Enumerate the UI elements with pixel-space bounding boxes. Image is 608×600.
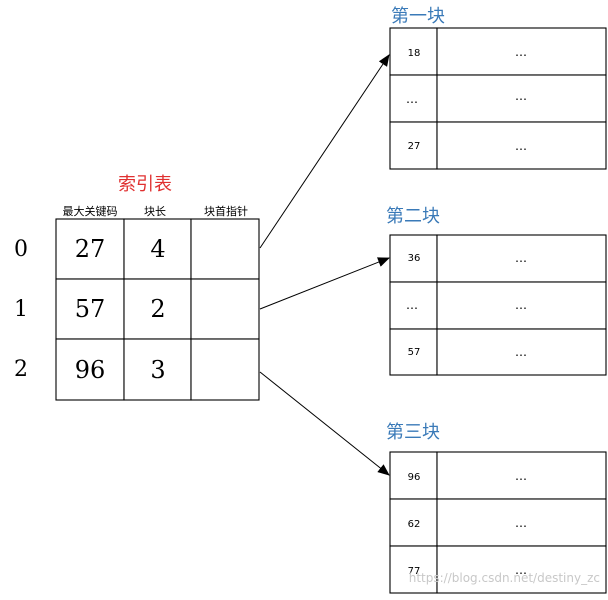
block-2-value: … (515, 345, 527, 359)
block-3-value: … (515, 469, 527, 483)
block-1-title: 第一块 (391, 6, 445, 27)
block-1-value: … (515, 45, 527, 59)
pointer-arrow-block-3 (259, 371, 390, 476)
block-2-value: … (515, 298, 527, 312)
max-key-value: 57 (75, 295, 106, 323)
row-index-0: 0 (14, 237, 28, 262)
block-2-key: 36 (408, 253, 421, 264)
block-2-value: … (515, 251, 527, 265)
block-2-table (389, 234, 607, 376)
pointer-arrow-block-1 (259, 54, 390, 249)
watermark: https://blog.csdn.net/destiny_zc (409, 571, 600, 585)
header-block-pointer: 块首指针 (204, 204, 248, 218)
block-3-key: 96 (408, 472, 421, 483)
row-index-2: 2 (14, 357, 28, 382)
block-length-value: 2 (150, 295, 165, 323)
index-cell (123, 338, 192, 401)
block-length-value: 4 (150, 235, 165, 263)
block-3-key: 62 (408, 519, 421, 530)
pointer-arrow-block-2 (259, 257, 390, 310)
index-table-grid (55, 218, 260, 401)
block-1-value: … (515, 89, 527, 103)
block-1-table (389, 27, 607, 170)
block-3-value: … (515, 563, 527, 577)
index-cell (190, 218, 260, 280)
index-cell (190, 278, 260, 340)
block-3-value: … (515, 516, 527, 530)
block-1-key: 18 (408, 48, 421, 59)
header-max-key: 最大关键码 (63, 204, 118, 218)
row-index-1: 1 (14, 297, 28, 322)
block-3-title: 第三块 (386, 422, 440, 443)
index-table-title: 索引表 (118, 174, 172, 195)
max-key-value: 27 (75, 235, 106, 263)
block-3-key: 77 (408, 566, 421, 577)
block-2-title: 第二块 (386, 206, 440, 227)
index-cell (55, 338, 125, 401)
block-1-key: … (406, 92, 418, 106)
max-key-value: 96 (75, 356, 106, 384)
index-cell (123, 218, 192, 280)
block-length-value: 3 (150, 356, 165, 384)
block-1-value: … (515, 139, 527, 153)
block-2-key: … (406, 298, 418, 312)
block-1-key: 27 (408, 141, 421, 152)
block-3-table (389, 451, 607, 594)
block-2-key: 57 (408, 347, 421, 358)
header-block-length: 块长 (144, 205, 166, 218)
index-cell (190, 338, 260, 401)
index-cell (55, 218, 125, 280)
